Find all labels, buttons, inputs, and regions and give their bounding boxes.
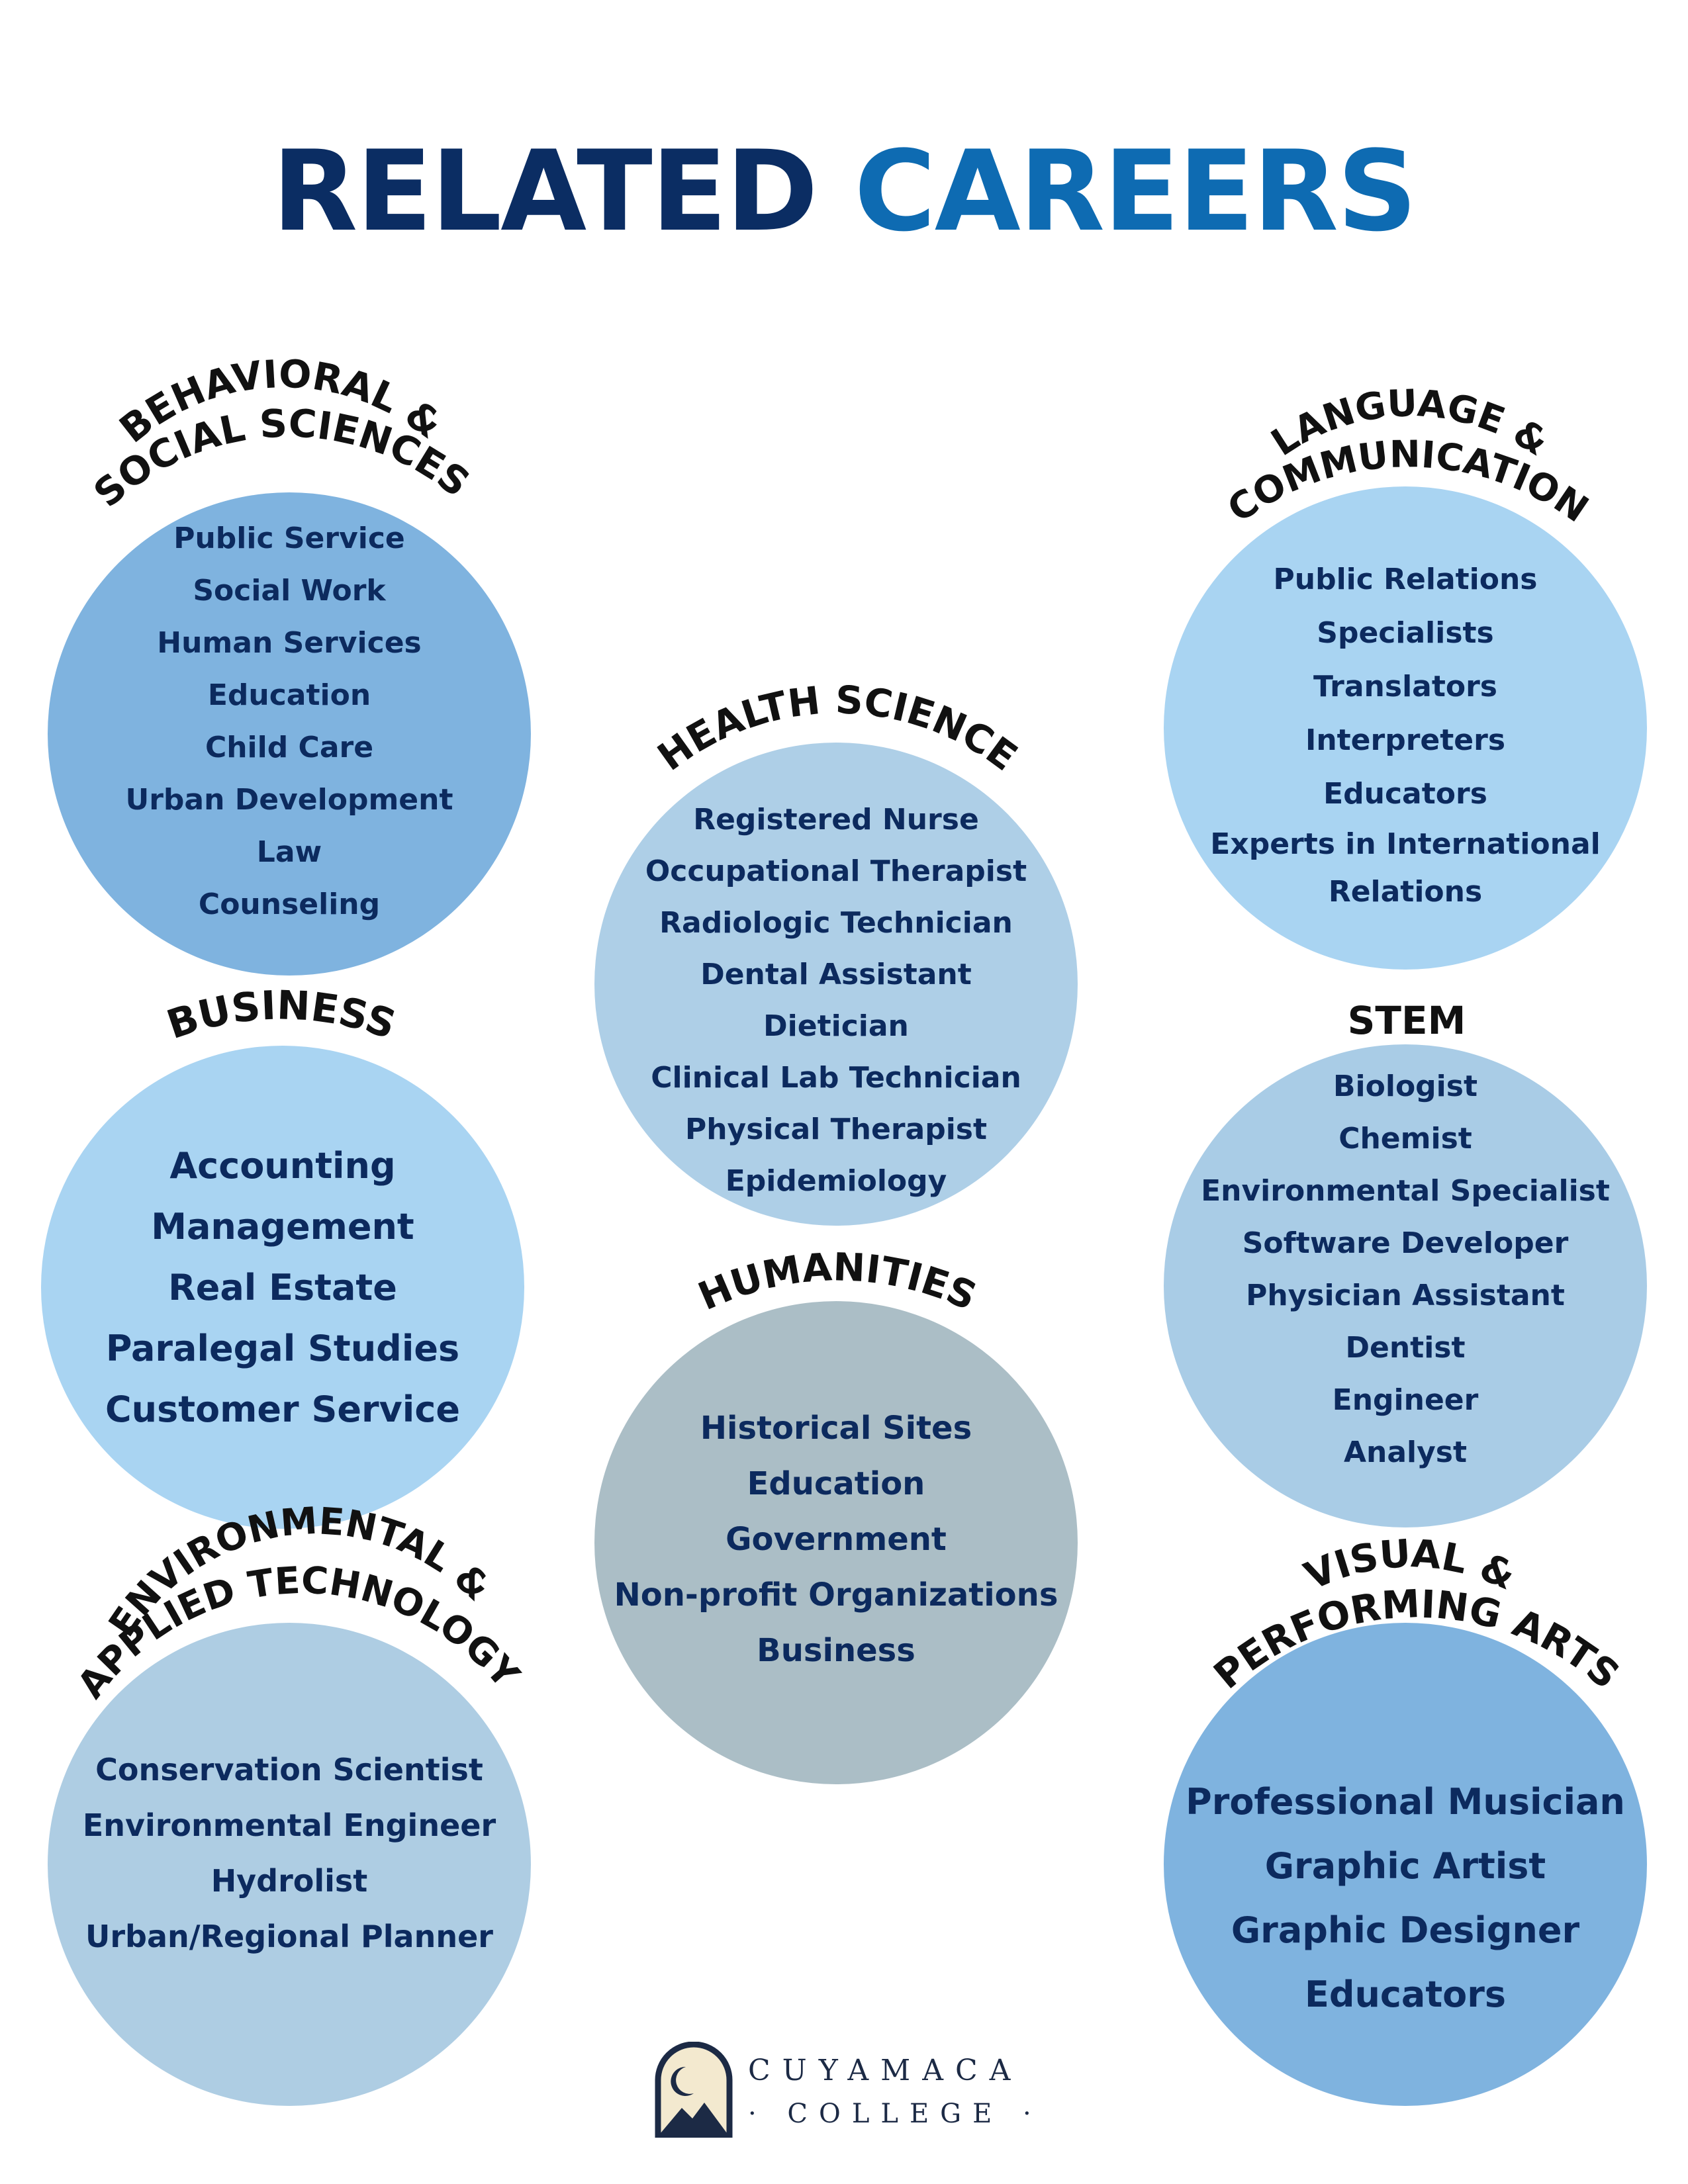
career-item: Radiologic Technician [659, 906, 1013, 940]
career-item: Human Services [157, 626, 422, 660]
career-item: Professional Musician [1186, 1781, 1625, 1823]
career-item: Management [151, 1206, 414, 1248]
stem-circle: Biologist Chemist Environmental Speciali… [1164, 1044, 1647, 1527]
career-item: Child Care [205, 731, 374, 764]
career-item: Social Work [193, 574, 386, 608]
career-item: Government [726, 1521, 947, 1558]
logo-subtitle: · COLLEGE · [748, 2099, 1043, 2129]
humanities-circle: Historical Sites Education Government No… [594, 1301, 1078, 1784]
page-title-word-related: RELATED [271, 126, 818, 256]
visual-performing-arts-circle: Professional Musician Graphic Artist Gra… [1164, 1623, 1647, 2106]
career-item: Graphic Artist [1264, 1845, 1546, 1887]
cuyamaca-arch-moon-mountain-icon [655, 2042, 733, 2138]
career-item: Specialists [1317, 616, 1494, 650]
environmental-careers-list: Conservation Scientist Environmental Eng… [48, 1742, 531, 1964]
page-title-word-careers: CAREERS [854, 126, 1417, 256]
career-item: Public Relations [1273, 563, 1538, 596]
career-item: Accounting [169, 1145, 396, 1187]
language-careers-list: Public Relations Specialists Translators… [1164, 553, 1647, 916]
career-item: Physical Therapist [684, 1113, 988, 1146]
career-item: Environmental Engineer [82, 1807, 496, 1843]
career-item: Registered Nurse [693, 803, 979, 837]
health-science-circle: Registered Nurse Occupational Therapist … [594, 743, 1078, 1226]
page-title: RELATED CAREERS [0, 136, 1688, 247]
behavioral-social-sciences-circle: Public Service Social Work Human Service… [48, 492, 531, 976]
career-item: Dietician [763, 1009, 909, 1043]
career-item: Law [256, 835, 322, 869]
career-item: Dental Assistant [700, 958, 972, 991]
career-item: Hydrolist [211, 1863, 368, 1899]
career-item: Translators [1313, 670, 1497, 704]
career-item: Non-profit Organizations [614, 1576, 1058, 1614]
career-item: Analyst [1343, 1435, 1468, 1469]
career-item: Epidemiology [725, 1164, 947, 1198]
career-item: Graphic Designer [1231, 1909, 1580, 1951]
career-item: Interpreters [1305, 723, 1506, 757]
career-item: Education [747, 1465, 925, 1502]
career-item: Biologist [1333, 1069, 1477, 1103]
career-item: Software Developer [1242, 1226, 1569, 1260]
career-item: Occupational Therapist [645, 854, 1027, 888]
language-communication-circle: Public Relations Specialists Translators… [1164, 486, 1647, 970]
career-item: Real Estate [168, 1267, 397, 1308]
stem-heading-line1: STEM [1348, 998, 1466, 1043]
career-item: Paralegal Studies [105, 1328, 460, 1369]
visual-careers-list: Professional Musician Graphic Artist Gra… [1164, 1770, 1647, 2026]
career-item: Chemist [1338, 1122, 1472, 1156]
career-item: Environmental Specialist [1201, 1174, 1610, 1208]
cuyamaca-college-logo: CUYAMACA · COLLEGE · [649, 2042, 1046, 2141]
stem-careers-list: Biologist Chemist Environmental Speciali… [1164, 1060, 1647, 1479]
business-circle: Accounting Management Real Estate Parale… [41, 1046, 524, 1529]
career-item: Physician Assistant [1246, 1279, 1565, 1312]
career-item: Counseling [198, 887, 381, 921]
behavioral-careers-list: Public Service Social Work Human Service… [48, 512, 531, 931]
career-item: Conservation Scientist [95, 1752, 483, 1788]
career-item: Education [207, 678, 371, 712]
career-item: Public Service [173, 522, 405, 555]
career-item: Clinical Lab Technician [651, 1061, 1021, 1095]
career-item: Engineer [1332, 1383, 1479, 1417]
career-item: Urban Development [125, 783, 453, 817]
career-item: Educators [1323, 777, 1487, 811]
health-careers-list: Registered Nurse Occupational Therapist … [594, 794, 1078, 1207]
logo-name: CUYAMACA [748, 2054, 1023, 2087]
career-item: Urban/Regional Planner [85, 1919, 493, 1954]
career-item: Customer Service [105, 1388, 460, 1430]
career-item: Experts in International [1210, 827, 1601, 861]
career-item: Educators [1304, 1974, 1507, 2015]
business-careers-list: Accounting Management Real Estate Parale… [41, 1136, 524, 1440]
career-item: Business [757, 1632, 915, 1669]
environmental-applied-technology-circle: Conservation Scientist Environmental Eng… [48, 1623, 531, 2106]
career-item: Historical Sites [700, 1410, 972, 1447]
career-item: Relations [1328, 875, 1483, 909]
humanities-careers-list: Historical Sites Education Government No… [594, 1400, 1078, 1678]
career-item: Dentist [1345, 1331, 1466, 1365]
